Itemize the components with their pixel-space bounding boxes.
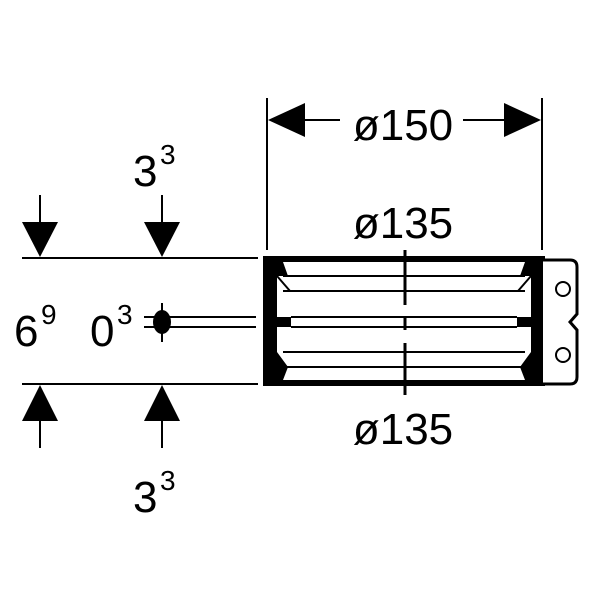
height-dimension-lines xyxy=(22,195,258,448)
center-thickness-symbol xyxy=(144,303,256,342)
center-thickness-label: 0 xyxy=(90,307,114,356)
seal-ring-section xyxy=(263,250,579,395)
top-offset-label: 3 xyxy=(133,147,157,196)
inner-diameter-bottom-label: ø135 xyxy=(353,405,453,454)
total-height-label: 6 xyxy=(14,307,38,356)
inner-diameter-top-label: ø135 xyxy=(353,199,453,248)
arrow-up-icon xyxy=(22,385,58,421)
arrow-left-icon xyxy=(268,103,305,137)
outer-diameter-label: ø150 xyxy=(353,101,453,150)
bottom-offset-label: 3 xyxy=(133,473,157,522)
arrow-up-icon xyxy=(144,385,180,421)
arrow-right-icon xyxy=(504,103,541,137)
total-height-sup: 9 xyxy=(41,299,57,330)
dimension-arrows xyxy=(22,222,180,421)
arrow-down-icon xyxy=(22,222,58,257)
width-dimension xyxy=(266,98,543,250)
top-offset-sup: 3 xyxy=(160,139,176,170)
hole-icon xyxy=(555,281,571,297)
center-thickness-sup: 3 xyxy=(117,299,133,330)
arrow-down-icon xyxy=(144,222,180,257)
bottom-offset-sup: 3 xyxy=(160,465,176,496)
hole-icon xyxy=(555,347,571,363)
